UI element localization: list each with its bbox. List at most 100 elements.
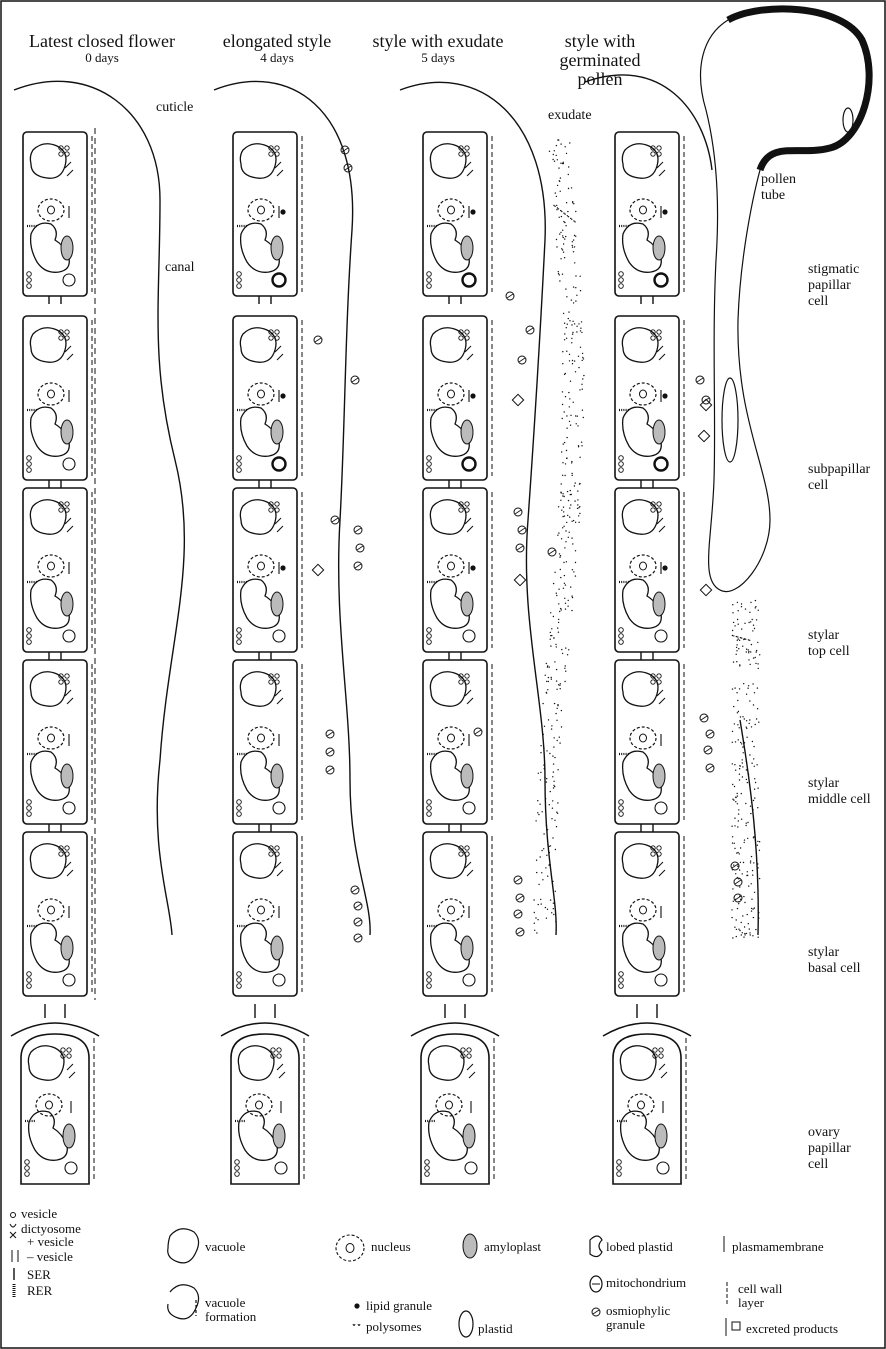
vesicle xyxy=(235,1166,240,1171)
exudate-dot xyxy=(563,511,564,512)
vesicle xyxy=(27,800,32,805)
exudate-dot xyxy=(734,723,735,724)
nucleus xyxy=(38,899,64,921)
exudate-dot xyxy=(747,914,748,915)
nucleolus xyxy=(48,390,55,398)
exudate-dot xyxy=(558,589,559,590)
exudate-dot xyxy=(575,236,576,237)
mitochondrium xyxy=(273,802,285,814)
exudate-dot xyxy=(566,202,567,203)
cell-outline xyxy=(615,132,679,296)
exudate-dot xyxy=(566,428,567,429)
vesicle xyxy=(617,1160,622,1165)
exudate-dot xyxy=(572,597,573,598)
excreted-product xyxy=(512,394,523,405)
exudate-dot xyxy=(750,813,751,814)
exudate-dot xyxy=(580,330,581,331)
exudate-dot xyxy=(534,923,535,924)
exudate-dot xyxy=(736,919,737,920)
exudate-dot xyxy=(734,927,735,928)
cell-outline xyxy=(233,132,297,296)
vesicle xyxy=(277,1048,281,1052)
dictyosome xyxy=(657,690,665,704)
osmiophylic-granule-hatch xyxy=(515,912,521,916)
exudate-dot xyxy=(569,406,570,407)
exudate-dot xyxy=(738,809,739,810)
vacuole xyxy=(430,672,466,707)
cell-outline xyxy=(423,832,487,996)
exudate-dot xyxy=(549,151,550,152)
exudate-dot xyxy=(749,640,750,641)
exudate-dot xyxy=(551,725,552,726)
exudate-dot xyxy=(564,257,565,258)
legend-vacuole-formation-label: vacuole formation xyxy=(205,1296,256,1323)
cell xyxy=(233,660,302,824)
vesicle xyxy=(425,1172,430,1177)
mitochondrium xyxy=(463,630,475,642)
cell-column xyxy=(221,132,309,1184)
vacuole xyxy=(430,500,466,535)
exudate-dot xyxy=(556,689,557,690)
cell-column xyxy=(11,132,99,1184)
osmiophylic-granule-hatch xyxy=(707,732,713,736)
cell-outline xyxy=(23,316,87,480)
exudate-dot xyxy=(554,150,555,151)
exudate-dot xyxy=(567,211,568,212)
vacuole xyxy=(621,1111,660,1160)
dictyosome xyxy=(275,346,283,360)
vesicle xyxy=(25,1166,30,1171)
exudate-dot xyxy=(749,932,750,933)
amyloplast xyxy=(463,1124,475,1148)
exudate-dot xyxy=(557,535,558,536)
exudate-dot xyxy=(751,644,752,645)
dictyosome xyxy=(465,690,473,704)
amyloplast xyxy=(461,936,473,960)
exudate-dot xyxy=(564,411,565,412)
exudate-dot xyxy=(738,739,739,740)
osmiophylic-granule-hatch xyxy=(515,510,521,514)
exudate-dot xyxy=(755,607,756,608)
exudate-dot xyxy=(557,740,558,741)
cell-outline xyxy=(233,660,297,824)
legend-vacuole-label: vacuole xyxy=(205,1240,245,1254)
exudate-dot xyxy=(750,934,751,935)
exudate-dot xyxy=(732,635,733,636)
osmiophylic-granule-hatch xyxy=(527,328,533,332)
exudate-dot xyxy=(571,494,572,495)
cell-type-label: stylar middle cell xyxy=(808,776,871,808)
cell xyxy=(23,660,92,824)
exudate-dot xyxy=(566,437,567,438)
exudate-dot xyxy=(581,332,582,333)
exudate-dot xyxy=(536,932,537,933)
vesicle xyxy=(657,846,661,850)
exudate-dot xyxy=(562,418,563,419)
lipid-granule xyxy=(280,209,285,214)
exudate-dot xyxy=(577,508,578,509)
exudate-dot xyxy=(756,718,757,719)
vesicle xyxy=(651,680,655,684)
exudate-dot xyxy=(743,683,744,684)
vesicle xyxy=(27,456,32,461)
exudate-dot xyxy=(580,290,581,291)
exudate-dot xyxy=(566,327,567,328)
exudate-dot xyxy=(755,657,756,658)
exudate-dot xyxy=(560,258,561,259)
exudate-dot xyxy=(561,211,562,212)
exudate-dot xyxy=(568,318,569,319)
exudate-dot xyxy=(547,909,548,910)
exudate-dot xyxy=(744,623,745,624)
vesicle xyxy=(619,978,624,983)
vacuole xyxy=(622,672,658,707)
legend-mitochondrium-label: mitochondrium xyxy=(606,1276,686,1290)
exudate-dot xyxy=(556,593,557,594)
exudate-dot xyxy=(557,704,558,705)
exudate-dot xyxy=(751,883,752,884)
exudate-dot xyxy=(556,246,557,247)
exudate-dot xyxy=(562,235,563,236)
exudate-dot xyxy=(753,917,754,918)
exudate-dot xyxy=(582,389,583,390)
excreted-product xyxy=(312,564,323,575)
exudate-dot xyxy=(554,703,555,704)
exudate-dot xyxy=(739,727,740,728)
